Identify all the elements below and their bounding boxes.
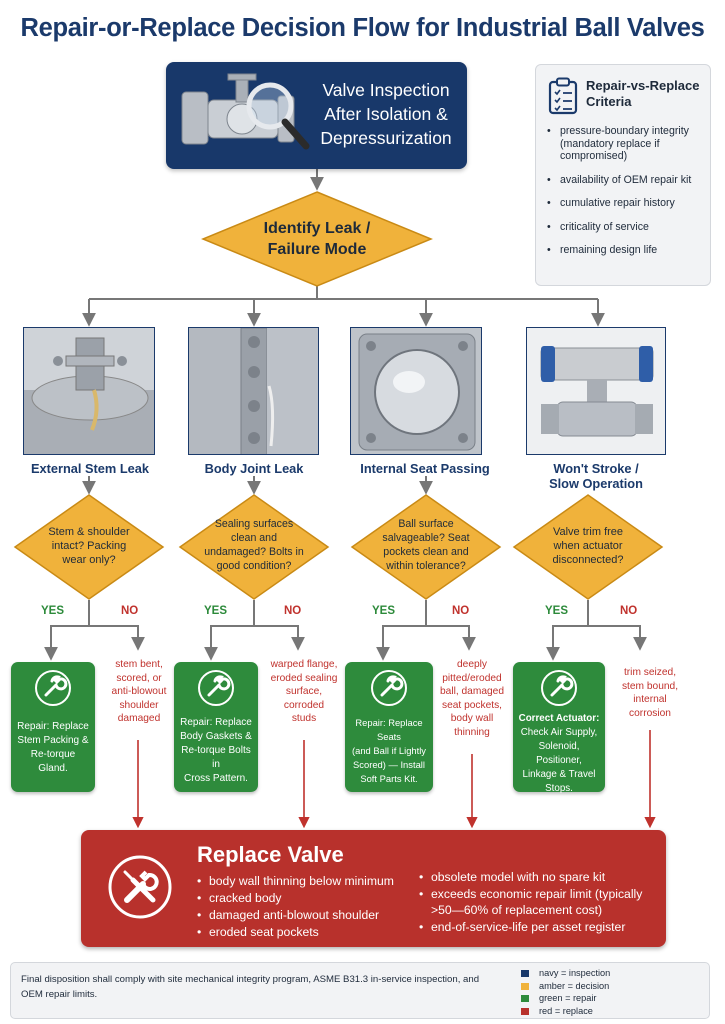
criteria-list: pressure-boundary integrity (mandatory r… (546, 125, 706, 268)
no-label-3: NO (452, 605, 470, 617)
repair-box-seats: Repair: Replace Seats (and Ball if Light… (345, 662, 433, 792)
connector-yesno-4 (552, 625, 641, 646)
criteria-item: availability of OEM repair kit (546, 174, 706, 187)
wrench-icon (35, 670, 71, 706)
magnifier-valve-icon (181, 73, 310, 150)
wrench-icon (541, 670, 577, 706)
wrench-screwdriver-icon (108, 855, 172, 919)
replace-item: eroded seat pockets (197, 925, 417, 941)
question-text-4: Valve trim free when actuator disconnect… (552, 526, 624, 566)
replace-valve-box: Replace Valve body wall thinning below m… (81, 830, 666, 947)
criteria-item: criticality of service (546, 221, 706, 234)
question-diamond-3 (350, 494, 502, 600)
page-title: Repair-or-Replace Decision Flow for Indu… (20, 14, 705, 42)
yes-label-4: YES (545, 605, 569, 617)
question-diamond-1 (13, 494, 165, 600)
legend-item-red: red = replace (519, 1005, 704, 1018)
question-text-3: Ball surface salvageable? Seat pockets c… (382, 518, 470, 572)
no-note-3: deeply pitted/eroded ball, damaged seat … (439, 659, 504, 738)
body-joint-photo (188, 327, 319, 455)
repair-box-body-gaskets: Repair: Replace Body Gaskets & Re-torque… (174, 662, 258, 792)
replace-item: exceeds economic repair limit (typically… (419, 887, 659, 918)
branch-label-body-joint-leak: Body Joint Leak (204, 461, 304, 476)
connector-yesno-3 (382, 625, 470, 646)
branch-label-external-stem-leak: External Stem Leak (30, 461, 150, 476)
replace-title: Replace Valve (197, 842, 344, 867)
identify-text: Identify Leak / Failure Mode (263, 220, 371, 258)
ball-seat-image-icon (351, 328, 481, 454)
replace-item: body wall thinning below minimum (197, 874, 417, 890)
no-label-4: NO (620, 605, 638, 617)
yes-label-3: YES (372, 605, 396, 617)
replace-item: cracked body (197, 891, 417, 907)
no-note-4: trim seized, stem bound, internal corros… (621, 667, 679, 719)
yes-label-1: YES (41, 605, 65, 617)
legend-item-navy: navy = inspection (519, 967, 704, 980)
start-text: Valve Inspection After Isolation & Depre… (320, 80, 452, 148)
legend-item-amber: amber = decision (519, 980, 704, 993)
question-diamond-4 (512, 494, 664, 600)
inspection-start-box: Valve Inspection After Isolation & Depre… (166, 62, 467, 169)
replace-list-left: body wall thinning below minimum cracked… (197, 874, 417, 942)
criteria-item: cumulative repair history (546, 197, 706, 210)
question-diamonds (13, 494, 664, 600)
stem-leak-photo (23, 327, 155, 455)
connector-yesno-2 (210, 625, 299, 646)
criteria-title: Repair-vs-Replace Criteria (586, 78, 700, 109)
replace-list-right: obsolete model with no spare kit exceeds… (419, 870, 659, 937)
no-note-2: warped flange, eroded sealing surface, c… (270, 659, 338, 724)
no-label-2: NO (284, 605, 302, 617)
identify-diamond (201, 191, 433, 287)
criteria-item: pressure-boundary integrity (mandatory r… (546, 125, 706, 163)
question-diamond-2 (178, 494, 330, 600)
repair-box-actuator: Correct Actuator: Check Air Supply, Sole… (513, 662, 605, 794)
valve-stem-image-icon (24, 328, 154, 454)
question-text-1: Stem & shoulder intact? Packing wear onl… (48, 526, 130, 566)
no-note-1: stem bent, scored, or anti-blowout shoul… (111, 659, 167, 724)
replace-item: end-of-service-life per asset register (419, 920, 659, 936)
wrench-icon (371, 670, 407, 706)
actuator-valve-image-icon (527, 328, 665, 454)
criteria-item: remaining design life (546, 244, 706, 257)
repair-box-stem-packing: Repair: Replace Stem Packing & Re-torque… (11, 662, 95, 792)
no-label-1: NO (121, 605, 139, 617)
branch-label-internal-seat-passing: Internal Seat Passing (360, 461, 490, 476)
wrench-icon (198, 670, 234, 706)
clipboard-checklist-icon (548, 77, 578, 115)
question-text-2: Sealing surfaces clean and undamaged? Bo… (204, 518, 304, 572)
branch-label-wont-stroke: Won't Stroke / Slow Operation (549, 461, 643, 491)
actuator-photo (526, 327, 666, 455)
replace-item: obsolete model with no spare kit (419, 870, 659, 886)
seat-passing-photo (350, 327, 482, 455)
legend-item-green: green = repair (519, 992, 704, 1005)
footer-panel: Final disposition shall comply with site… (10, 962, 710, 1019)
connector-yesno-1 (50, 625, 139, 646)
yes-label-2: YES (204, 605, 228, 617)
footer-note: Final disposition shall comply with site… (21, 974, 480, 1000)
flange-joint-image-icon (189, 328, 318, 454)
criteria-panel: Repair-vs-Replace Criteria pressure-boun… (535, 64, 711, 286)
connector-identify-split (89, 286, 598, 300)
color-legend: navy = inspection amber = decision green… (519, 967, 704, 1017)
replace-item: damaged anti-blowout shoulder (197, 908, 417, 924)
